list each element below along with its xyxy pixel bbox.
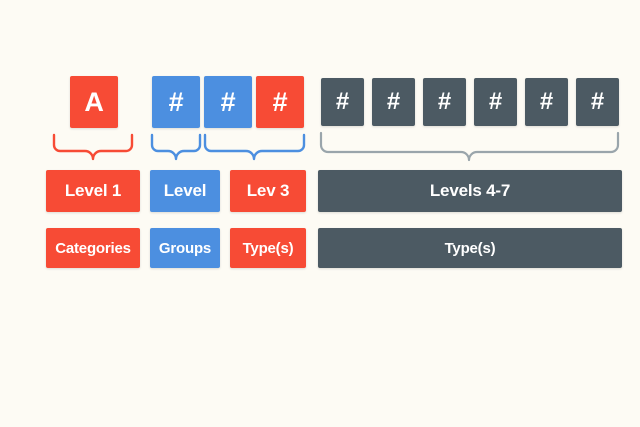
level-bar-level-1: Level 1 <box>46 170 140 212</box>
glyph-tile-level4-6: # <box>576 78 619 126</box>
type-bar-groups: Groups <box>150 228 220 268</box>
type-bar-categories: Categories <box>46 228 140 268</box>
brace-levels-4-7-icon <box>319 131 621 167</box>
glyph-tile-level4-4: # <box>474 78 517 126</box>
glyph-tile-level4-2: # <box>372 78 415 126</box>
glyph-tile-level4-3: # <box>423 78 466 126</box>
type-bar-types-left: Type(s) <box>230 228 306 268</box>
glyph-tile-level3-1: # <box>204 76 252 128</box>
level-bar-level-2: Level <box>150 170 220 212</box>
level-bar-levels-4-7: Levels 4-7 <box>318 170 622 212</box>
level-bar-level-3: Lev 3 <box>230 170 306 212</box>
glyph-tile-level4-1: # <box>321 78 364 126</box>
brace-level-3-icon <box>203 133 306 167</box>
glyph-tile-level3-2: # <box>256 76 304 128</box>
glyph-tile-level2-1: # <box>152 76 200 128</box>
brace-level-1-icon <box>52 133 134 167</box>
type-bar-types-right: Type(s) <box>318 228 622 268</box>
brace-level-2-icon <box>150 133 202 167</box>
glyph-tile-a: A <box>70 76 118 128</box>
glyph-tile-level4-5: # <box>525 78 568 126</box>
